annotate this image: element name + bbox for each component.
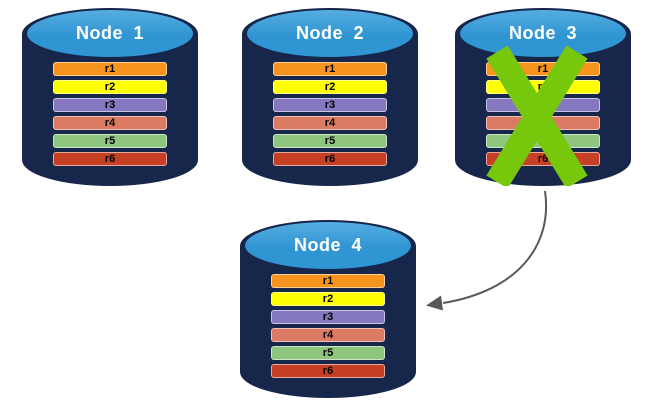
replica-bar: r1 [53, 62, 167, 76]
cylinder-top: Node 2 [247, 10, 413, 57]
replica-bar: r3 [53, 98, 167, 112]
replica-list: r1 r2 r3 r4 r5 r6 [271, 274, 385, 382]
replica-bar: r2 [53, 80, 167, 94]
replica-bar: r5 [271, 346, 385, 360]
node-title: Node 3 [508, 23, 577, 43]
replica-bar: r1 [273, 62, 387, 76]
node-title: Node 2 [295, 23, 364, 43]
cylinder-top: Node 3 [460, 10, 626, 57]
replica-bar: r6 [53, 152, 167, 166]
node-3: Node 3 r1 r2 r3 r4 r5 r6 [455, 8, 631, 186]
replica-bar: r3 [271, 310, 385, 324]
replica-bar: r2 [273, 80, 387, 94]
node-4: Node 4 r1 r2 r3 r4 r5 r6 [240, 220, 416, 398]
node-title: Node 4 [293, 235, 362, 255]
replica-bar: r4 [53, 116, 167, 130]
node-1: Node 1 r1 r2 r3 r4 r5 r6 [22, 8, 198, 186]
node-2: Node 2 r1 r2 r3 r4 r5 r6 [242, 8, 418, 186]
replica-bar: r4 [271, 328, 385, 342]
replica-bar: r5 [273, 134, 387, 148]
node-title: Node 1 [75, 23, 144, 43]
cylinder-top: Node 1 [27, 10, 193, 57]
replica-bar: r6 [271, 364, 385, 378]
replica-bar: r6 [273, 152, 387, 166]
replica-list: r1 r2 r3 r4 r5 r6 [273, 62, 387, 170]
failure-x-icon [486, 45, 588, 186]
replica-bar: r4 [273, 116, 387, 130]
cylinder-top: Node 4 [245, 222, 411, 269]
replica-list: r1 r2 r3 r4 r5 r6 [53, 62, 167, 170]
replica-bar: r5 [53, 134, 167, 148]
replica-bar: r1 [271, 274, 385, 288]
replica-bar: r2 [271, 292, 385, 306]
replica-bar: r3 [273, 98, 387, 112]
